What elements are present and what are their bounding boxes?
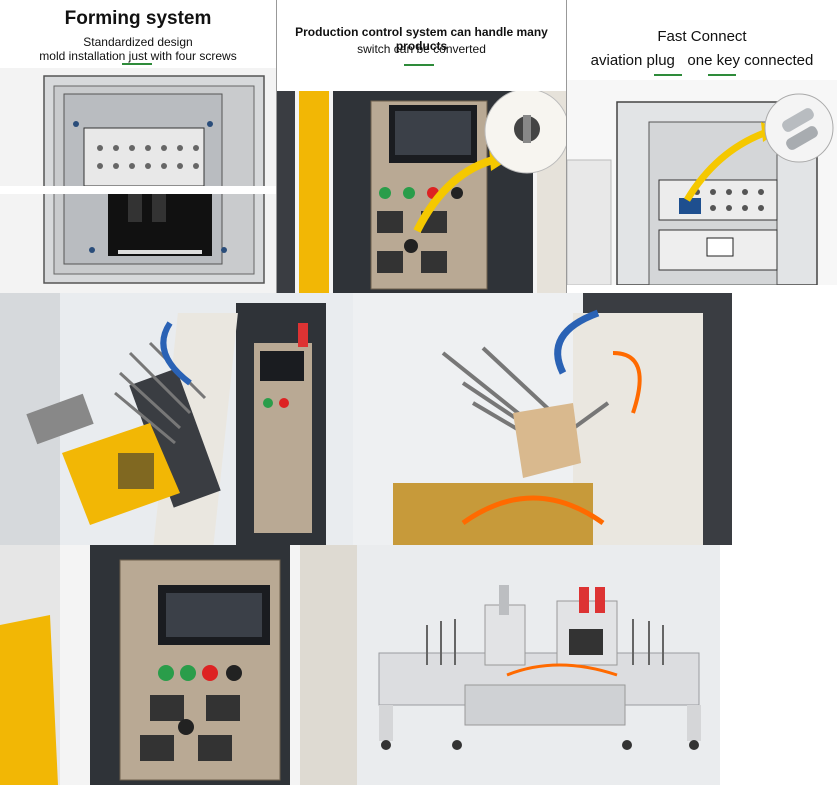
fast-connect-panel: Fast Connect aviation plug one key conne… (567, 0, 837, 293)
forming-subtitle-line2: mold installation just with four screws (39, 49, 237, 63)
forming-machine-drawing (0, 68, 276, 293)
control-underline (404, 64, 434, 66)
connect-title-line2: aviation plug one key connected (567, 52, 837, 69)
connect-underline-a (654, 74, 682, 76)
aviation-plug-icon (679, 198, 701, 214)
machine-photo-right (353, 293, 732, 545)
forming-underline (122, 63, 152, 65)
separator (566, 0, 567, 293)
connect-title-part-a: aviation plug (590, 52, 675, 69)
forming-system-panel: Forming system Standardized design mold … (0, 0, 276, 293)
control-panel-closeup (0, 545, 357, 785)
full-machine-photo (357, 545, 720, 785)
machine-photo-left (0, 293, 353, 545)
connect-title-part-b: one key connected (687, 52, 814, 69)
connect-drawing (567, 80, 837, 285)
arrow-icon (413, 155, 499, 233)
control-title-line1: Production control system can handle man… (295, 25, 548, 53)
control-panel-photo (277, 91, 566, 293)
control-system-panel: Production control system can handle man… (277, 0, 566, 293)
separator (276, 0, 277, 293)
connect-underline-b (708, 74, 736, 76)
forming-title: Forming system (64, 8, 212, 29)
control-title-line2: switch can be converted (357, 42, 486, 56)
connect-title-line1: Fast Connect (657, 28, 747, 45)
arrow-icon (683, 128, 769, 202)
forming-subtitle-line1: Standardized design (83, 35, 193, 49)
